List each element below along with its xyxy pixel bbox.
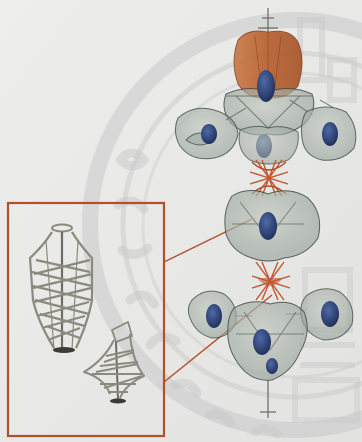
middle-cluster	[225, 190, 320, 261]
upper-mid-cluster	[239, 126, 298, 164]
